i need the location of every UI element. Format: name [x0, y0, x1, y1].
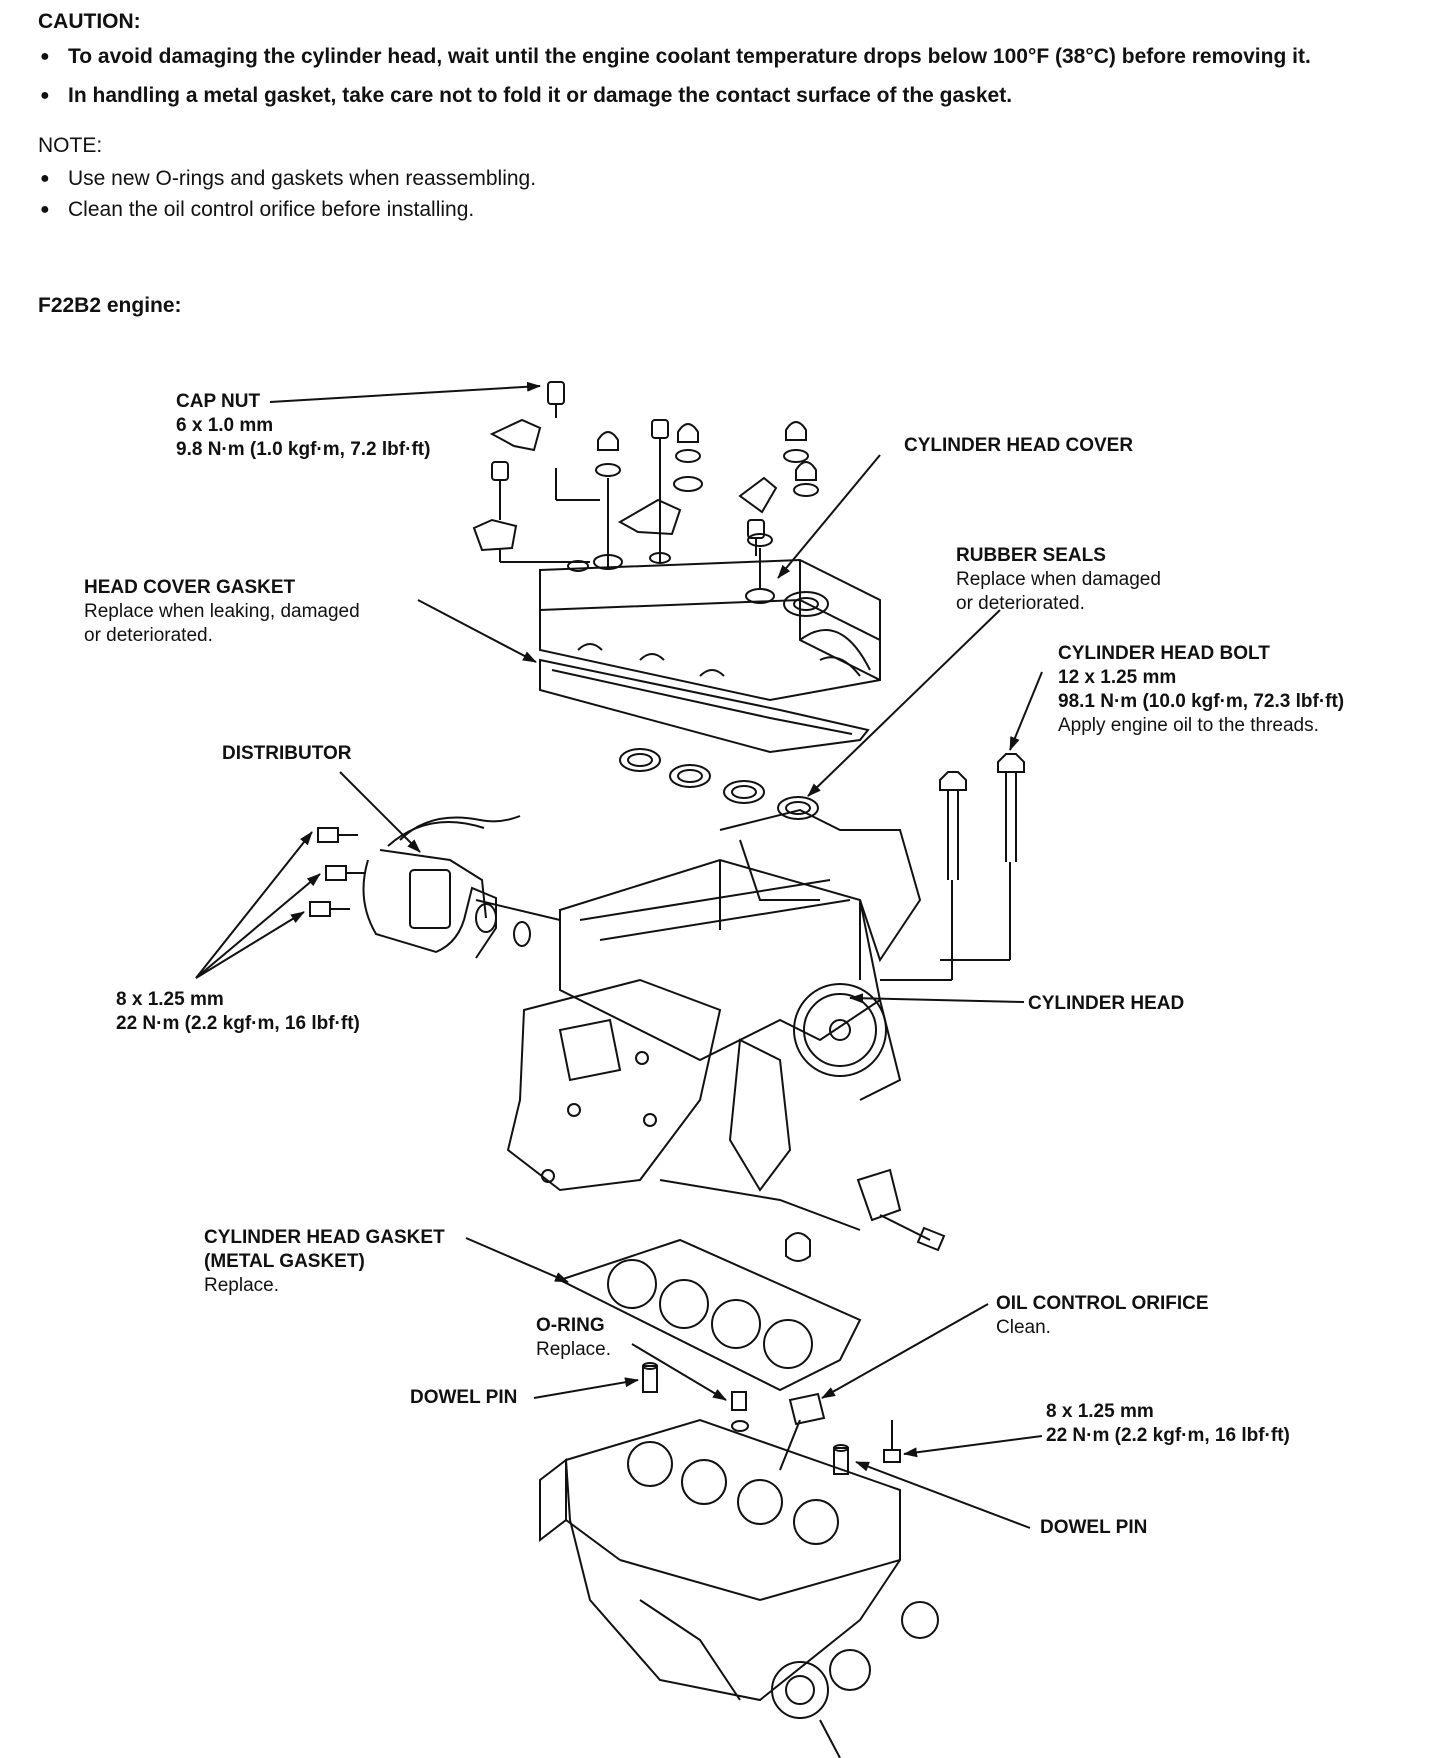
cylinder-head-label: CYLINDER HEAD	[1028, 992, 1184, 1016]
cap-nut-size: 6 x 1.0 mm	[176, 415, 274, 436]
cylinder-head-gasket-type: (METAL GASKET)	[204, 1251, 365, 1272]
dowel-pin-left-part	[642, 1362, 658, 1393]
rubber-seals-note: Replace when damaged	[956, 569, 1161, 590]
o-ring-title: O-RING	[536, 1315, 605, 1336]
oil-control-orifice-note: Clean.	[996, 1317, 1051, 1338]
cylinder-head-part	[506, 808, 946, 1262]
distributor-part	[362, 815, 561, 959]
dowel-pin-title: DOWEL PIN	[410, 1387, 518, 1408]
engine-heading: F22B2 engine:	[38, 294, 182, 317]
engine-block-part	[539, 1418, 939, 1758]
leader-lines	[195, 381, 1043, 1529]
caution-item: In handling a metal gasket, take care no…	[38, 83, 1418, 108]
cap-nut-title: CAP NUT	[176, 391, 261, 412]
head-cover-gasket-note: or deteriorated.	[84, 625, 213, 646]
block-bolt-label: 8 x 1.25 mm 22 N·m (2.2 kgf·m, 16 lbf·ft…	[1046, 1400, 1290, 1448]
note-heading: NOTE:	[38, 134, 103, 157]
cylinder-head-title: CYLINDER HEAD	[1028, 993, 1185, 1014]
instructions: CAUTION: To avoid damaging the cylinder …	[38, 10, 1418, 228]
cylinder-head-bolt-label: CYLINDER HEAD BOLT 12 x 1.25 mm 98.1 N·m…	[1058, 642, 1344, 738]
distributor-label: DISTRIBUTOR	[222, 742, 351, 766]
head-cover-gasket-label: HEAD COVER GASKET Replace when leaking, …	[84, 576, 360, 648]
cylinder-head-gasket-label: CYLINDER HEAD GASKET (METAL GASKET) Repl…	[204, 1226, 445, 1298]
dowel-pin-right-part	[833, 1444, 849, 1475]
o-ring-note: Replace.	[536, 1339, 611, 1360]
block-bolt-part	[883, 1420, 901, 1463]
cylinder-head-bolt-torque: 98.1 N·m (10.0 kgf·m, 72.3 lbf·ft)	[1058, 691, 1345, 712]
cap-nut-label: CAP NUT 6 x 1.0 mm 9.8 N·m (1.0 kgf·m, 7…	[176, 390, 430, 462]
rubber-seals-title: RUBBER SEALS	[956, 545, 1106, 566]
head-cover-gasket-title: HEAD COVER GASKET	[84, 577, 296, 598]
cylinder-head-gasket-part	[557, 1238, 862, 1392]
note-item: Clean the oil control orifice before ins…	[38, 197, 1418, 222]
caution-list: To avoid damaging the cylinder head, wai…	[38, 44, 1418, 108]
block-bolt-size: 8 x 1.25 mm	[1046, 1401, 1154, 1422]
rubber-seals-part	[619, 748, 819, 820]
cylinder-head-bolt-size: 12 x 1.25 mm	[1058, 667, 1177, 688]
cylinder-head-bolt-title: CYLINDER HEAD BOLT	[1058, 643, 1270, 664]
cylinder-head-bolts-part	[880, 753, 1025, 981]
dowel-pin-title: DOWEL PIN	[1040, 1517, 1148, 1538]
note-item: Use new O-rings and gaskets when reassem…	[38, 166, 1418, 191]
distributor-title: DISTRIBUTOR	[222, 743, 352, 764]
cylinder-head-cover-label: CYLINDER HEAD COVER	[904, 434, 1133, 458]
cylinder-head-gasket-title: CYLINDER HEAD GASKET	[204, 1227, 445, 1248]
cylinder-head-cover-title: CYLINDER HEAD COVER	[904, 435, 1134, 456]
rubber-seals-note: or deteriorated.	[956, 593, 1085, 614]
o-ring-part	[731, 1391, 749, 1432]
head-cover-gasket-part	[539, 643, 870, 754]
distributor-bolts-part	[309, 827, 366, 917]
dowel-pin-right-label: DOWEL PIN	[1040, 1516, 1147, 1540]
o-ring-label: O-RING Replace.	[536, 1314, 611, 1362]
oil-control-orifice-part	[779, 1392, 826, 1471]
distributor-bolts-size: 8 x 1.25 mm	[116, 989, 224, 1010]
cap-nut-torque: 9.8 N·m (1.0 kgf·m, 7.2 lbf·ft)	[176, 439, 431, 460]
caution-heading: CAUTION:	[38, 10, 141, 33]
distributor-bolts-label: 8 x 1.25 mm 22 N·m (2.2 kgf·m, 16 lbf·ft…	[116, 988, 360, 1036]
head-cover-gasket-note: Replace when leaking, damaged	[84, 601, 360, 622]
dowel-pin-left-label: DOWEL PIN	[410, 1386, 517, 1410]
oil-control-orifice-label: OIL CONTROL ORIFICE Clean.	[996, 1292, 1209, 1340]
cylinder-head-bolt-note: Apply engine oil to the threads.	[1058, 715, 1319, 736]
note-list: Use new O-rings and gaskets when reassem…	[38, 166, 1418, 222]
distributor-bolts-torque: 22 N·m (2.2 kgf·m, 16 lbf·ft)	[116, 1013, 360, 1034]
cylinder-head-gasket-note: Replace.	[204, 1275, 279, 1296]
rubber-seals-label: RUBBER SEALS Replace when damaged or det…	[956, 544, 1161, 616]
cylinder-head-cover-part	[539, 552, 881, 702]
cap-nut-part	[547, 381, 565, 418]
caution-item: To avoid damaging the cylinder head, wai…	[38, 44, 1418, 69]
oil-control-orifice-title: OIL CONTROL ORIFICE	[996, 1293, 1209, 1314]
cap-nuts-group	[472, 418, 819, 590]
block-bolt-torque: 22 N·m (2.2 kgf·m, 16 lbf·ft)	[1046, 1425, 1290, 1446]
